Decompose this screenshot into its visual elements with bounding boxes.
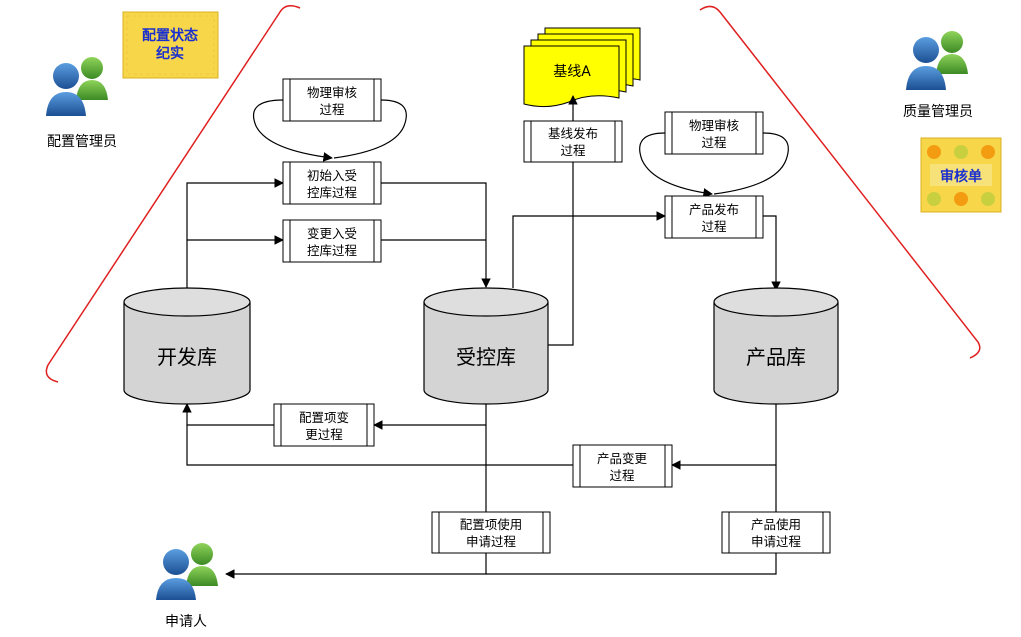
product-change-line1: 产品变更 <box>597 451 648 466</box>
applicant-label: 申请人 <box>165 614 207 630</box>
product-release-process: 产品发布 过程 <box>664 195 764 239</box>
flow-product-to-product-change <box>671 402 777 470</box>
flow-controlled-to-product-release <box>512 211 666 288</box>
change-entry-line2: 控库过程 <box>307 243 358 258</box>
config-manager-person-icon <box>46 57 108 116</box>
flow-initial-entry-to-controlled <box>381 182 491 288</box>
physical-audit-1-line2: 过程 <box>319 102 345 117</box>
audit-sheet-note: 审核单 <box>920 137 1002 213</box>
baseline-document-label: 基线A <box>553 63 591 80</box>
baseline-release-process: 基线发布 过程 <box>523 120 623 163</box>
flow-controlled-to-config-change <box>373 402 487 430</box>
flow-dev-to-initial-entry <box>186 178 284 290</box>
config-item-use-line1: 配置项使用 <box>460 517 523 532</box>
config-item-change-line1: 配置项变 <box>299 410 349 425</box>
initial-entry-line1: 初始入受 <box>307 168 357 183</box>
baseline-document: 基线A <box>523 27 641 108</box>
flow-lines <box>182 95 789 579</box>
flow-physical-audit-loop-1 <box>252 99 333 162</box>
dev-repository-label: 开发库 <box>157 345 217 369</box>
product-use-line2: 申请过程 <box>751 534 802 549</box>
physical-audit-1-line1: 物理审核 <box>307 85 358 100</box>
config-item-use-process: 配置项使用 申请过程 <box>431 511 551 554</box>
config-item-change-process: 配置项变 更过程 <box>273 403 375 447</box>
config-status-note: 配置状态 纪实 <box>122 11 219 79</box>
flow-product-change-to-dev <box>186 425 573 466</box>
config-status-note-line2: 纪实 <box>156 45 184 62</box>
change-entry-process: 变更入受 控库过程 <box>282 219 382 263</box>
left-bracket <box>45 5 301 383</box>
physical-audit-process-1: 物理审核 过程 <box>282 78 382 122</box>
controlled-repository-label: 受控库 <box>456 345 516 369</box>
config-manager-label: 配置管理员 <box>47 134 117 150</box>
quality-manager-label: 质量管理员 <box>903 104 973 120</box>
product-change-process: 产品变更 过程 <box>572 444 673 488</box>
config-status-note-line1: 配置状态 <box>142 27 198 44</box>
config-item-change-line2: 更过程 <box>305 427 343 442</box>
product-change-line2: 过程 <box>609 468 635 483</box>
flow-product-release-to-product <box>763 215 781 291</box>
product-use-line1: 产品使用 <box>751 517 801 532</box>
audit-sheet-note-label: 审核单 <box>940 168 982 185</box>
flow-controlled-to-baseline <box>547 162 574 346</box>
right-bracket <box>699 5 981 359</box>
change-entry-line1: 变更入受 <box>307 226 357 241</box>
physical-audit-process-2: 物理审核 过程 <box>664 111 764 155</box>
product-use-process: 产品使用 申请过程 <box>721 511 831 554</box>
applicant-person-icon <box>156 543 218 600</box>
controlled-repository-database: 受控库 <box>423 287 549 405</box>
physical-audit-2-line1: 物理审核 <box>689 118 740 133</box>
product-release-line1: 产品发布 <box>689 202 739 217</box>
flow-config-change-to-dev <box>182 403 274 426</box>
initial-entry-process: 初始入受 控库过程 <box>282 161 382 205</box>
product-repository-database: 产品库 <box>713 287 839 405</box>
dev-repository-database: 开发库 <box>123 287 251 405</box>
quality-manager-person-icon <box>906 31 968 90</box>
initial-entry-line2: 控库过程 <box>307 185 358 200</box>
baseline-release-line2: 过程 <box>560 143 586 158</box>
flow-physical-audit-loop-2 <box>639 132 713 198</box>
product-release-line2: 过程 <box>701 219 727 234</box>
physical-audit-2-line2: 过程 <box>701 135 727 150</box>
config-item-use-line2: 申请过程 <box>466 534 517 549</box>
product-repository-label: 产品库 <box>746 345 806 369</box>
baseline-release-line1: 基线发布 <box>548 126 598 141</box>
